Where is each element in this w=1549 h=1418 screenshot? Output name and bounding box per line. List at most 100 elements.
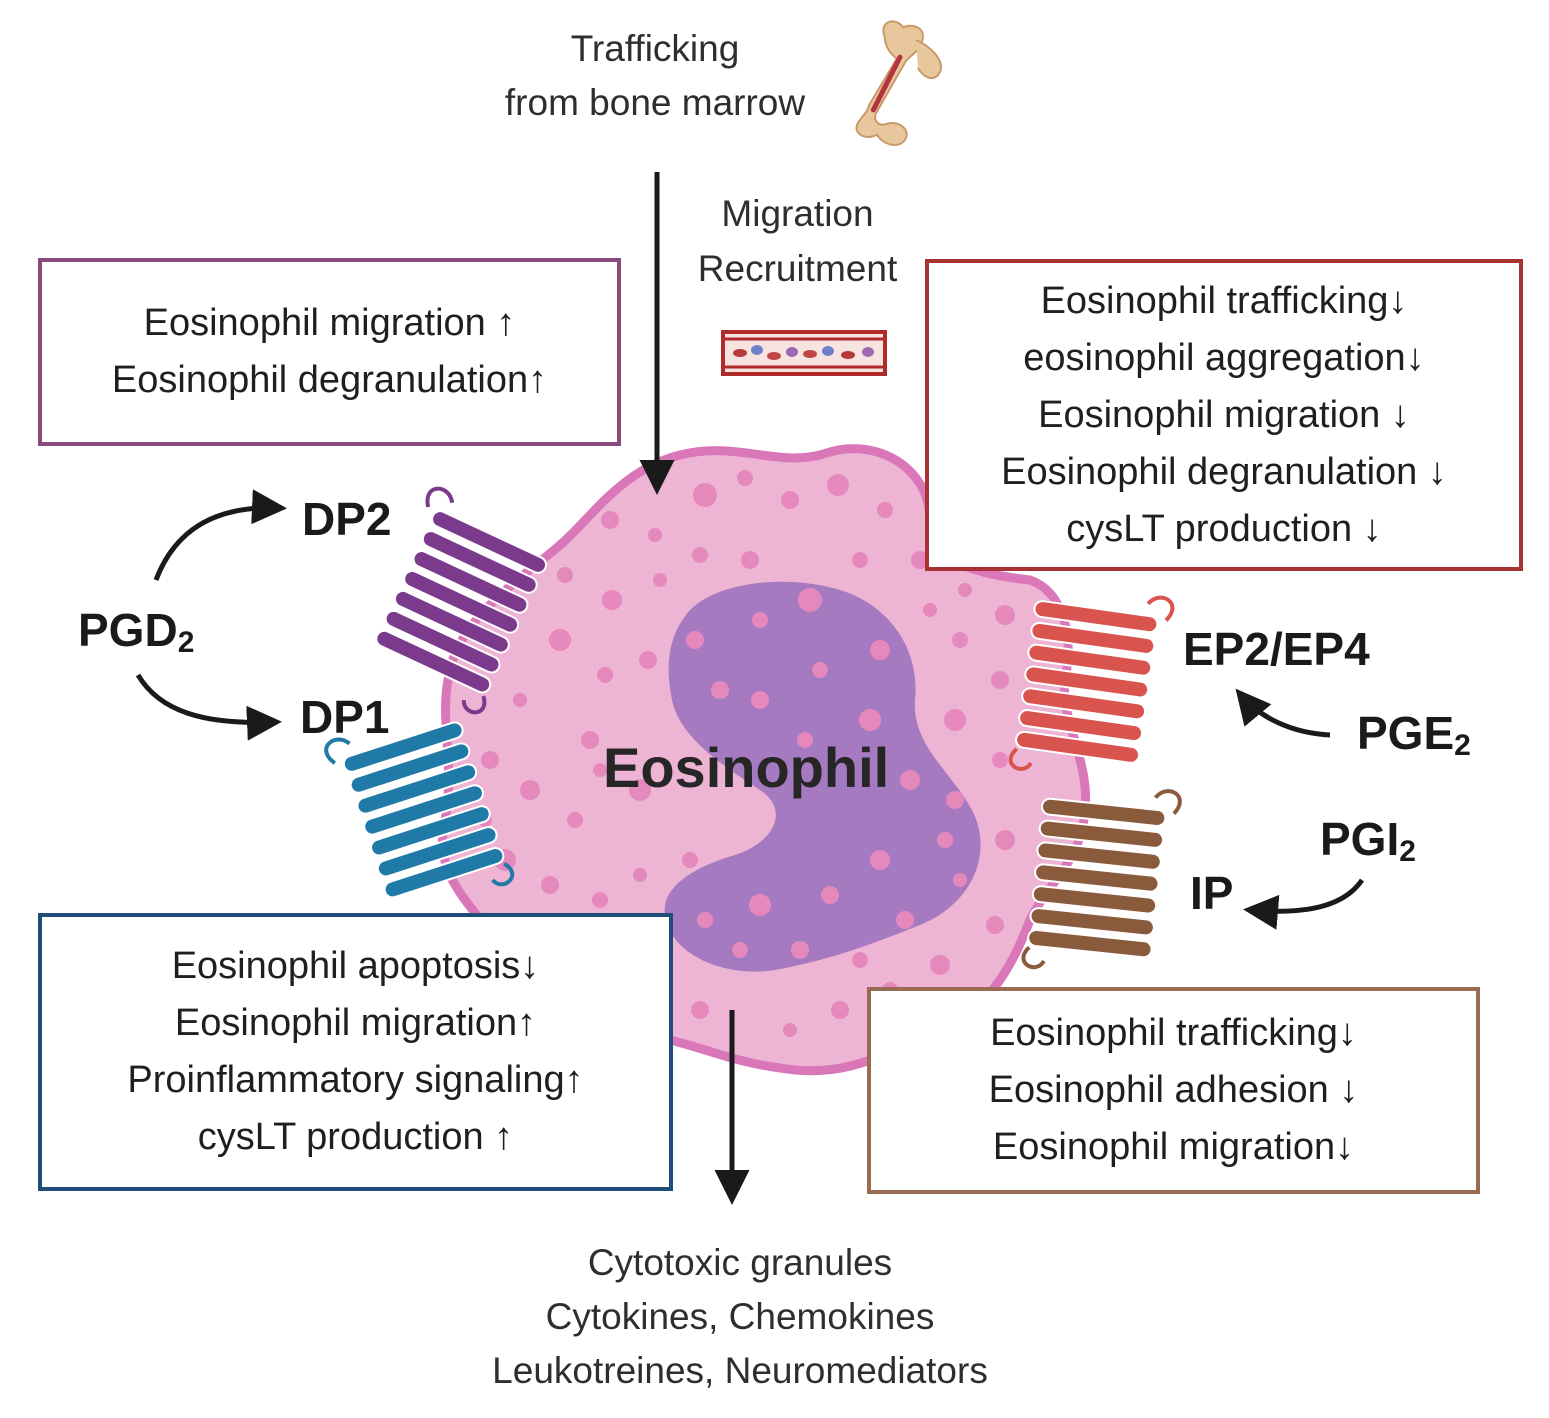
pgi2-subscript: 2 [1399,835,1416,868]
granule [946,791,964,809]
ip-effects-box: Eosinophil trafficking↓ Eosinophil adhes… [867,987,1480,1194]
granule [986,916,1004,934]
pge2-text: PGE [1357,707,1455,759]
granule [751,691,769,709]
granule [992,752,1008,768]
dp1-effect: Proinflammatory signaling↑ [127,1059,584,1101]
granule [991,671,1009,689]
granule [831,1001,849,1019]
granule [995,605,1015,625]
eosinophil-nucleus [664,581,981,972]
secreted-line1: Cytotoxic granules [587,1242,893,1283]
granule [513,693,527,707]
granule [593,763,607,777]
pgi2-label: PGI2 [1320,812,1416,869]
granule [602,590,622,610]
cytoplasmic-granules [478,470,1015,1037]
granule [896,911,914,929]
ep2-ep4-label: EP2/EP4 [1183,623,1370,675]
granule [481,751,499,769]
eosinophil-label: Eosinophil [603,736,890,799]
migration-line1: Migration [721,193,874,234]
arrow-pgd2-to-dp2 [153,489,287,581]
migration-label: Migration Recruitment [675,186,920,296]
granule [798,588,822,612]
granule [737,470,753,486]
granule [859,709,881,731]
granule [686,631,704,649]
granule [812,662,828,678]
arrow-pgd2-to-dp1 [135,673,282,741]
dp2-label: DP2 [302,493,392,545]
secreted-line3: Leukotreines, Neuromediators [492,1350,988,1391]
granule [520,780,540,800]
granule [653,573,667,587]
pgd2-subscript: 2 [177,626,195,659]
granule [697,912,713,928]
ep-effects-box: Eosinophil trafficking↓ eosinophil aggre… [925,259,1523,571]
granule [791,941,809,959]
pgi2-text: PGI [1320,813,1400,865]
secreted-products: Cytotoxic granules Cytokines, Chemokines… [430,1236,1050,1398]
granule [821,886,839,904]
granule [900,770,920,790]
granule [592,892,608,908]
pgd2-text: PGD [78,604,178,656]
ip-receptor-icon [1021,789,1182,970]
dp1-effect: cysLT production ↑ [197,1116,514,1158]
trafficking-title: Trafficking from bone marrow [440,22,870,130]
dp1-effects-box: Eosinophil apoptosis↓ Eosinophil migrati… [38,913,673,1191]
granule [852,952,868,968]
dp2-effect: Eosinophil degranulation↑ [111,359,548,401]
ip-effect: Eosinophil adhesion ↓ [988,1069,1359,1111]
ip-label: IP [1190,867,1234,919]
granule [557,567,573,583]
granule [693,483,717,507]
granule [648,528,662,542]
bone-marrow-icon [855,20,942,146]
pge2-label: PGE2 [1357,706,1471,763]
granule [783,1023,797,1037]
ep2-ep4-receptor-icon [1008,595,1175,771]
blood-vessel-icon [721,330,887,376]
ep-effect: Eosinophil degranulation ↓ [1001,450,1447,493]
ep-effect: Eosinophil migration ↓ [1038,393,1410,436]
granule [923,603,937,617]
granule [995,830,1015,850]
granule [682,852,698,868]
granule [937,832,953,848]
granule [953,873,967,887]
granule [711,681,729,699]
granule [639,651,657,669]
granule [827,474,849,496]
granule [541,876,559,894]
granule [601,511,619,529]
granule [691,1001,709,1019]
pge2-subscript: 2 [1454,729,1471,762]
granule [944,709,966,731]
granule [741,551,759,569]
granule [692,547,708,563]
granule [911,551,929,569]
granule [870,850,890,870]
granule [567,812,583,828]
pgd2-label: PGD2 [78,603,194,660]
dp1-effect: Eosinophil migration↑ [174,1002,537,1044]
granule [752,612,768,628]
granule [581,731,599,749]
granule [952,632,968,648]
granule [781,491,799,509]
ip-effect: Eosinophil trafficking↓ [990,1012,1357,1054]
ep-effect: Eosinophil trafficking↓ [1040,279,1408,322]
granule [549,629,571,651]
granule [633,868,647,882]
dp2-effect: Eosinophil migration ↑ [143,302,516,344]
trafficking-title-line2: from bone marrow [504,82,806,123]
granule [852,552,868,568]
granule [629,779,651,801]
ip-effect: Eosinophil migration↓ [992,1126,1355,1168]
arrow-pge2-to-ep [1235,688,1331,738]
granule [877,502,893,518]
ep-effect: cysLT production ↓ [1066,507,1382,550]
